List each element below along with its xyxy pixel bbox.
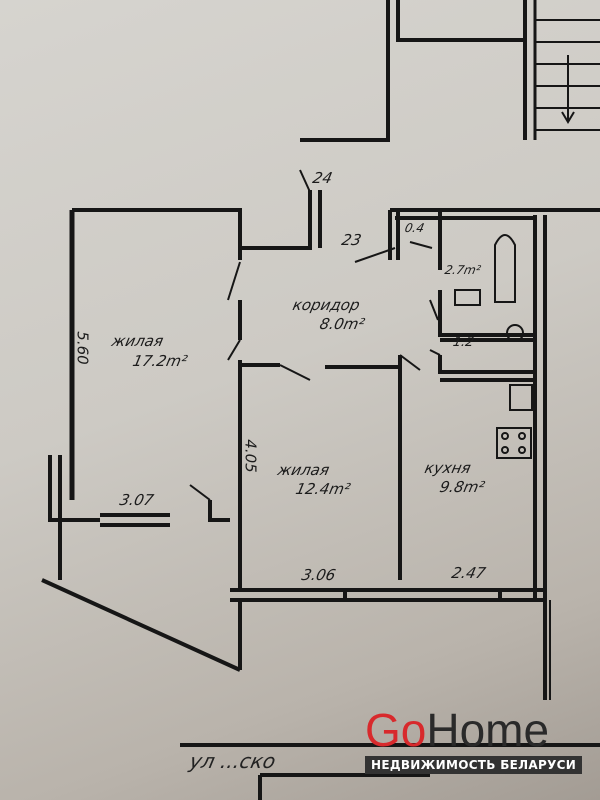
living-room-2-width: 3.06 xyxy=(300,566,338,584)
logo-home: Home xyxy=(426,704,550,756)
entrance-label: 23 xyxy=(340,231,364,249)
living-room-2-length: 4.05 xyxy=(241,439,260,473)
logo-tagline: НЕДВИЖИМОСТЬ БЕЛАРУСИ xyxy=(365,756,583,774)
living-room-1-area: 17.2m² xyxy=(131,352,189,370)
stair-label: 24 xyxy=(311,169,335,187)
closet-area: 0.4 xyxy=(403,221,426,235)
bathroom-area: 2.7m² xyxy=(443,263,483,277)
living-room-2-area: 12.4m² xyxy=(294,480,352,498)
kitchen-width: 2.47 xyxy=(450,564,488,582)
stairwell xyxy=(300,0,600,142)
living-room-2-name: жилая xyxy=(276,461,331,479)
fixtures xyxy=(454,234,533,459)
kitchen-area: 9.8m² xyxy=(438,478,487,496)
corridor-area: 8.0m² xyxy=(318,315,367,333)
gohome-watermark: GoHome НЕДВИЖИМОСТЬ БЕЛАРУСИ xyxy=(365,707,583,774)
corridor-name: коридор xyxy=(291,296,362,314)
living-room-1-width: 3.07 xyxy=(118,491,156,509)
kitchen-name: кухня xyxy=(423,459,473,477)
living-room-1-length: 5.60 xyxy=(73,331,92,365)
living-room-1-name: жилая xyxy=(110,332,165,350)
street-label: ул ...ско xyxy=(187,749,278,773)
toilet-area: 1.2 xyxy=(451,335,476,350)
logo-go: Go xyxy=(365,704,427,756)
doors xyxy=(189,169,441,501)
